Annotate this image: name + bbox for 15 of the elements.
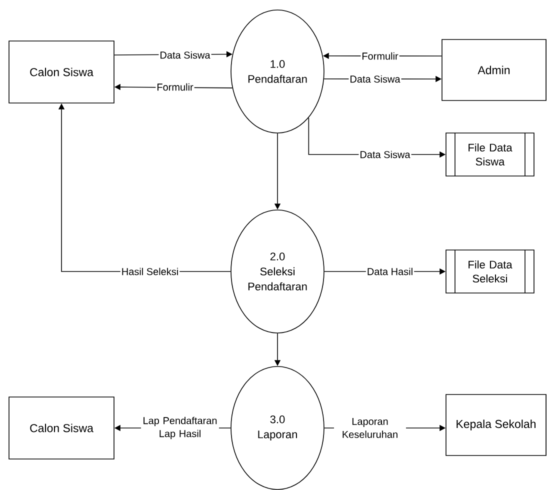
edge-label: Data Siswa [358,150,412,160]
edge-label: Hasil Seleksi [120,266,180,276]
edge-label: Data Hasil [366,266,414,276]
data-store: File Data Siswa [446,132,534,176]
entity-box: Calon Siswa [8,40,114,104]
entity-box: Admin [442,39,546,101]
entity-box: Kepala Sekolah [446,394,546,456]
entity-box: Calon Siswa [8,396,114,460]
edge-label: Laporan Keseluruhan [334,417,406,439]
edge-label: Data Siswa [348,74,402,84]
edge-label: Lap Pendaftaran Lap Hasil [141,416,219,440]
edge-label: Data Siswa [158,50,212,60]
data-store: File Data Seleksi [446,250,534,294]
edge-label: Formulir [360,51,400,61]
edge-label: Formulir [156,82,194,92]
